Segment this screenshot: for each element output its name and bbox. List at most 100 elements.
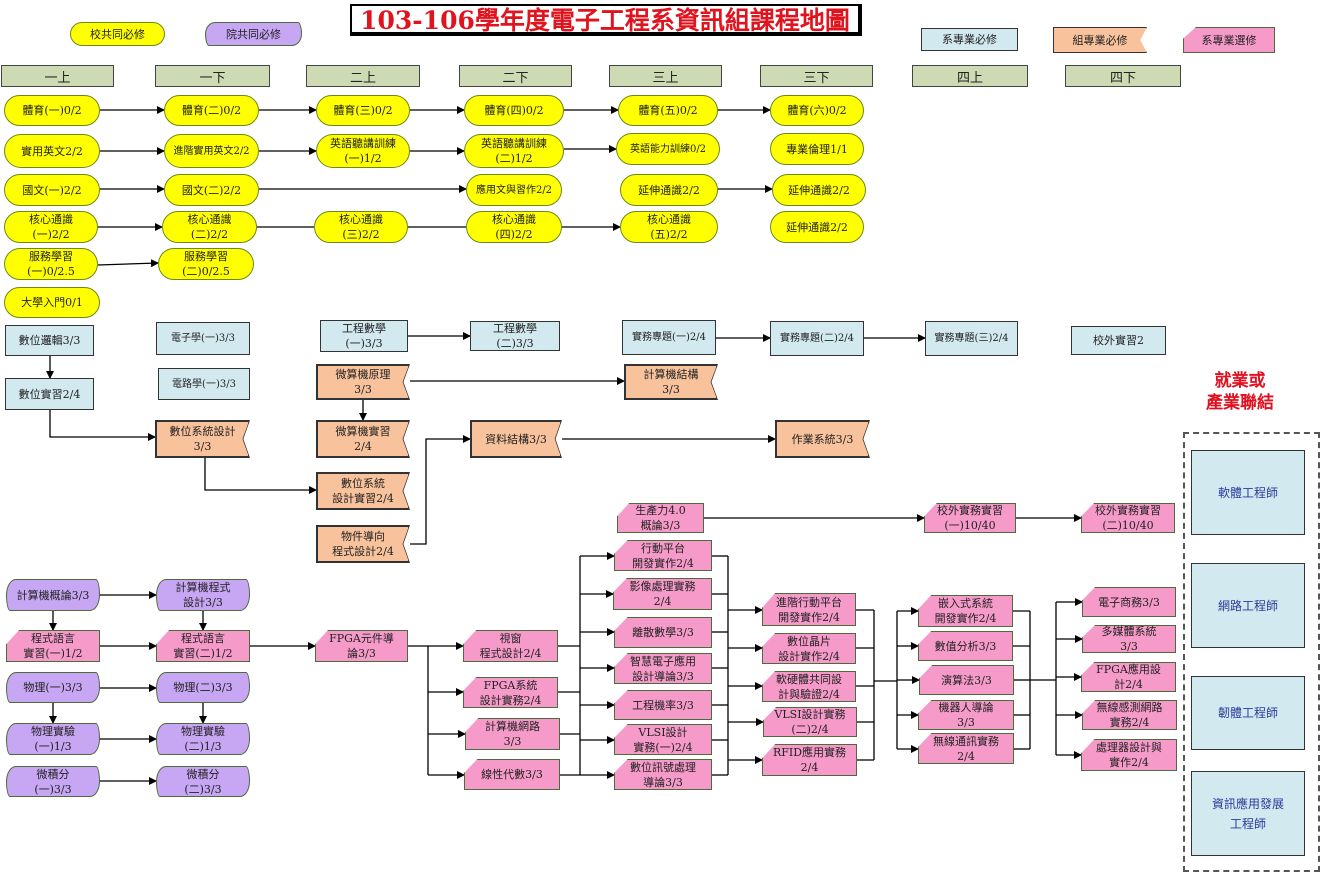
career-job: 韌體工程師 bbox=[1191, 676, 1305, 750]
semester-header: 一上 bbox=[1, 65, 114, 87]
course-vlsi2[interactable]: VLSI設計實務 (二)2/4 bbox=[763, 707, 857, 737]
course-en3[interactable]: 英語聽講訓練 (一)1/2 bbox=[316, 134, 410, 168]
career-container bbox=[1183, 432, 1320, 872]
career-job: 資訊應用發展 工程師 bbox=[1191, 771, 1305, 856]
course-fpgas[interactable]: FPGA系統 設計實務2/4 bbox=[463, 677, 558, 708]
course-wsn[interactable]: 無線感測網路 實務2/4 bbox=[1082, 700, 1177, 730]
course-fpgaa[interactable]: FPGA應用設 計2/4 bbox=[1081, 662, 1176, 692]
course-intern[interactable]: 校外實習2 bbox=[1071, 326, 1166, 355]
course-pj1[interactable]: 實務專題(一)2/4 bbox=[622, 320, 716, 355]
course-os[interactable]: 作業系統3/3 bbox=[776, 421, 869, 457]
course-pe5[interactable]: 體育(五)0/2 bbox=[618, 95, 718, 126]
course-cprog[interactable]: 計算機程式 設計3/3 bbox=[156, 579, 250, 611]
course-robot[interactable]: 機器人導論 3/3 bbox=[918, 700, 1014, 730]
course-ext_i2[interactable]: 校外實務實習 (二)10/40 bbox=[1081, 503, 1175, 533]
course-em2[interactable]: 工程數學 (二)3/3 bbox=[470, 321, 560, 351]
course-pj2[interactable]: 實務專題(二)2/4 bbox=[770, 321, 864, 356]
course-pl2[interactable]: 程式語言 實習(二)1/2 bbox=[156, 630, 250, 662]
course-prob[interactable]: 工程機率3/3 bbox=[614, 690, 712, 720]
course-prod[interactable]: 生產力4.0 概論3/3 bbox=[617, 503, 704, 533]
course-core2[interactable]: 核心通識 (二)2/2 bbox=[162, 211, 257, 243]
course-core4[interactable]: 核心通識 (四)2/2 bbox=[466, 211, 562, 243]
course-pe4[interactable]: 體育(四)0/2 bbox=[464, 95, 564, 126]
course-win[interactable]: 視窗 程式設計2/4 bbox=[463, 630, 558, 662]
course-pe3[interactable]: 體育(三)0/2 bbox=[316, 95, 410, 126]
legend-yellow: 校共同必修 bbox=[70, 22, 165, 46]
course-calc2[interactable]: 微積分 (二)3/3 bbox=[156, 766, 250, 797]
course-alg[interactable]: 演算法3/3 bbox=[919, 665, 1014, 695]
course-ext3[interactable]: 延伸通識2/2 bbox=[770, 211, 864, 243]
course-calc1[interactable]: 微積分 (一)3/3 bbox=[6, 766, 100, 797]
course-pj3[interactable]: 實務專題(三)2/4 bbox=[925, 321, 1018, 356]
course-oop[interactable]: 物件導向 程式設計2/4 bbox=[317, 526, 409, 562]
course-dsd[interactable]: 數位系統設計 3/3 bbox=[156, 421, 249, 457]
course-phl1[interactable]: 物理實驗 (一)1/3 bbox=[6, 723, 100, 755]
course-ch3[interactable]: 應用文與習作2/2 bbox=[466, 174, 562, 206]
semester-header: 四下 bbox=[1065, 65, 1181, 87]
course-elec[interactable]: 電子學(一)3/3 bbox=[156, 322, 250, 355]
course-sv1[interactable]: 服務學習 (一)0/2.5 bbox=[4, 248, 98, 280]
course-dm[interactable]: 離散數學3/3 bbox=[614, 617, 712, 648]
course-num[interactable]: 數值分析3/3 bbox=[918, 631, 1013, 661]
course-mob[interactable]: 行動平台 開發實作2/4 bbox=[614, 540, 712, 571]
course-img[interactable]: 影像處理實務 2/4 bbox=[613, 578, 712, 610]
semester-header: 四上 bbox=[912, 65, 1028, 87]
course-mm[interactable]: 多媒體系統 3/3 bbox=[1082, 625, 1176, 653]
course-core5[interactable]: 核心通識 (五)2/2 bbox=[620, 211, 718, 243]
course-phl2[interactable]: 物理實驗 (二)1/3 bbox=[156, 723, 250, 755]
legend-orange: 組專業必修 bbox=[1053, 27, 1147, 53]
course-sv2[interactable]: 服務學習 (二)0/2.5 bbox=[158, 248, 254, 280]
course-dl[interactable]: 數位邏輯3/3 bbox=[5, 325, 94, 356]
course-amob[interactable]: 進階行動平台 開發實作2/4 bbox=[762, 593, 856, 626]
course-ph1[interactable]: 物理(一)3/3 bbox=[6, 672, 100, 703]
page-title: 103-106學年度電子工程系資訊組課程地圖 bbox=[350, 4, 862, 36]
course-pe2[interactable]: 體育(二)0/2 bbox=[164, 95, 259, 126]
course-rfid[interactable]: RFID應用實務 2/4 bbox=[762, 744, 857, 776]
course-circ[interactable]: 電路學(一)3/3 bbox=[158, 368, 250, 400]
prerequisite-arrow bbox=[204, 458, 317, 494]
course-ext2[interactable]: 延伸通識2/2 bbox=[772, 174, 866, 206]
course-em1[interactable]: 工程數學 (一)3/3 bbox=[320, 320, 408, 352]
course-pl1[interactable]: 程式語言 實習(一)1/2 bbox=[6, 630, 100, 662]
course-smart[interactable]: 智慧電子應用 設計導論3/3 bbox=[614, 653, 712, 684]
career-heading: 就業或 產業聯結 bbox=[1206, 371, 1274, 413]
course-ext_i1[interactable]: 校外實務實習 (一)10/40 bbox=[924, 503, 1016, 533]
course-en1[interactable]: 實用英文2/2 bbox=[4, 134, 100, 168]
semester-header: 二上 bbox=[306, 65, 420, 87]
course-ca[interactable]: 計算機結構 3/3 bbox=[625, 365, 717, 399]
legend-pink: 系專業選修 bbox=[1183, 27, 1275, 53]
legend-purple: 院共同必修 bbox=[205, 22, 302, 46]
course-wcom[interactable]: 無線通訊實務 2/4 bbox=[918, 733, 1014, 764]
course-pe1[interactable]: 體育(一)0/2 bbox=[4, 95, 100, 126]
course-en2[interactable]: 進階實用英文2/2 bbox=[164, 134, 259, 168]
course-chip[interactable]: 數位晶片 設計實作2/4 bbox=[762, 633, 856, 664]
course-en5[interactable]: 英語能力訓練0/2 bbox=[616, 133, 720, 165]
course-ch1[interactable]: 國文(一)2/2 bbox=[4, 174, 100, 206]
semester-header: 二下 bbox=[459, 65, 572, 87]
course-mcu[interactable]: 微算機原理 3/3 bbox=[317, 365, 409, 399]
course-eth[interactable]: 專業倫理1/1 bbox=[770, 133, 864, 165]
course-ext1[interactable]: 延伸通識2/2 bbox=[620, 174, 718, 206]
course-emb[interactable]: 嵌入式系統 開發實作2/4 bbox=[918, 595, 1013, 627]
career-job: 網路工程師 bbox=[1191, 563, 1305, 648]
course-ph2[interactable]: 物理(二)3/3 bbox=[156, 672, 250, 703]
course-net[interactable]: 計算機網路 3/3 bbox=[465, 718, 560, 750]
course-dsp[interactable]: 數位訊號處理 導論3/3 bbox=[614, 759, 712, 790]
course-pe6[interactable]: 體育(六)0/2 bbox=[770, 95, 864, 126]
course-mcul[interactable]: 微算機實習 2/4 bbox=[317, 421, 409, 457]
course-hsw[interactable]: 軟硬體共同設 計與驗證2/4 bbox=[762, 671, 856, 702]
course-intro[interactable]: 大學入門0/1 bbox=[4, 287, 100, 318]
course-icomp[interactable]: 計算機概論3/3 bbox=[6, 579, 100, 611]
course-vlsi1[interactable]: VLSI設計 實務(一)2/4 bbox=[614, 724, 712, 755]
course-ds[interactable]: 資料結構3/3 bbox=[471, 421, 561, 457]
course-ecom[interactable]: 電子商務3/3 bbox=[1082, 587, 1176, 617]
course-core3[interactable]: 核心通識 (三)2/2 bbox=[314, 211, 408, 243]
course-ch2[interactable]: 國文(二)2/2 bbox=[164, 174, 259, 206]
course-dsdl[interactable]: 數位系統 設計實習2/4 bbox=[317, 473, 409, 509]
course-fpga1[interactable]: FPGA元件導 論3/3 bbox=[315, 630, 408, 662]
course-proc[interactable]: 處理器設計與 實作2/4 bbox=[1081, 739, 1177, 771]
course-en4[interactable]: 英語聽講訓練 (二)1/2 bbox=[464, 134, 564, 168]
course-la[interactable]: 線性代數3/3 bbox=[464, 759, 560, 790]
course-core1[interactable]: 核心通識 (一)2/2 bbox=[4, 211, 98, 243]
course-dlab[interactable]: 數位實習2/4 bbox=[5, 378, 94, 410]
